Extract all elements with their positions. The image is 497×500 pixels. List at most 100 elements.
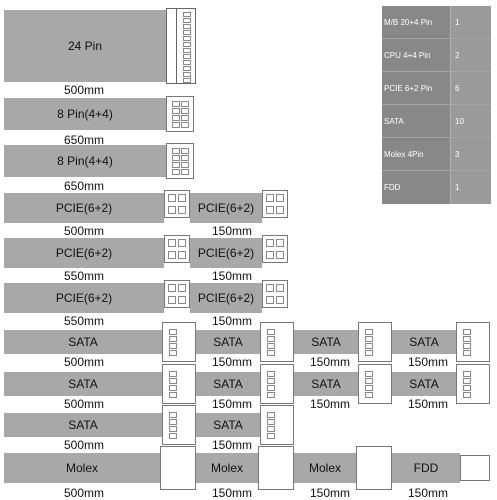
length-label: 500mm — [64, 397, 105, 411]
length-label: 150mm — [408, 397, 449, 411]
length-label: 150mm — [310, 397, 351, 411]
cable-label: 24 Pin — [67, 39, 103, 53]
table-cell-name: M/B 20+4 Pin — [384, 17, 433, 27]
connector-sata — [162, 405, 196, 445]
table-cell-name: PCIE 6+2 Pin — [384, 83, 433, 93]
connector-molex — [356, 446, 392, 490]
cable-label: PCIE(6+2) — [55, 246, 113, 260]
cable-sata: SATA — [392, 372, 456, 396]
length-label: 150mm — [212, 314, 253, 328]
cable-sata: SATA — [4, 372, 162, 396]
cable-pcie: PCIE(6+2) — [4, 238, 164, 268]
cable-cpu-8pin: 8 Pin(4+4) — [4, 145, 166, 177]
table-cell-name: Molex 4Pin — [384, 149, 424, 159]
length-label: 500mm — [64, 224, 105, 238]
cable-label: SATA — [213, 335, 243, 349]
connector-8pin — [166, 143, 194, 179]
connector-24pin-housing — [176, 8, 196, 84]
length-label: 150mm — [212, 269, 253, 283]
cable-pcie-ext: PCIE(6+2) — [190, 283, 262, 313]
connector-sata — [456, 364, 490, 404]
length-label: 150mm — [310, 355, 351, 369]
cable-24pin: 24 Pin — [4, 10, 166, 82]
connector-sata — [162, 322, 196, 362]
cable-label: SATA — [68, 377, 98, 391]
cable-sata: SATA — [294, 372, 358, 396]
connector-molex — [258, 446, 294, 490]
length-label: 150mm — [408, 355, 449, 369]
table-cell-qty: 6 — [450, 72, 491, 104]
length-label: 150mm — [212, 397, 253, 411]
cable-label: SATA — [68, 335, 98, 349]
connector-sata — [260, 364, 294, 404]
connector-sata — [162, 364, 196, 404]
cable-label: 8 Pin(4+4) — [57, 154, 113, 168]
length-label: 150mm — [212, 224, 253, 238]
cable-sata: SATA — [4, 413, 162, 437]
table-row: M/B 20+4 Pin 1 — [382, 6, 491, 39]
length-label: 150mm — [212, 355, 253, 369]
connector-pcie — [262, 190, 288, 218]
length-label: 150mm — [310, 486, 351, 500]
cable-sata: SATA — [196, 372, 260, 396]
cable-cpu-8pin: 8 Pin(4+4) — [4, 98, 166, 130]
cable-label: SATA — [311, 335, 341, 349]
length-label: 500mm — [64, 83, 105, 97]
table-cell-qty: 1 — [450, 171, 491, 204]
cable-label: Molex — [65, 461, 98, 475]
length-label: 500mm — [64, 355, 105, 369]
table-cell-name: CPU 4+4 Pin — [384, 50, 431, 60]
connector-pcie — [262, 235, 288, 263]
length-label: 650mm — [64, 179, 105, 193]
length-label: 550mm — [64, 269, 105, 283]
cable-label: PCIE(6+2) — [55, 291, 113, 305]
cable-label: SATA — [213, 377, 243, 391]
cable-label: SATA — [213, 418, 243, 432]
cable-label: SATA — [68, 418, 98, 432]
table-row: FDD 1 — [382, 171, 491, 204]
cable-sata: SATA — [196, 413, 260, 437]
cable-label: PCIE(6+2) — [55, 201, 113, 215]
connector-8pin — [166, 96, 194, 132]
cable-molex: Molex — [294, 453, 356, 483]
cable-label: PCIE(6+2) — [197, 246, 255, 260]
cable-pcie: PCIE(6+2) — [4, 193, 164, 223]
cable-molex: Molex — [4, 453, 160, 483]
table-cell-qty: 1 — [450, 6, 491, 38]
connector-pcie — [164, 190, 190, 218]
cable-label: Molex — [210, 461, 243, 475]
cable-pcie-ext: PCIE(6+2) — [190, 238, 262, 268]
length-label: 150mm — [212, 486, 253, 500]
table-cell-qty: 10 — [450, 105, 491, 137]
table-cell-name: FDD — [384, 183, 401, 192]
connector-pcie — [164, 235, 190, 263]
cable-label: 8 Pin(4+4) — [57, 107, 113, 121]
cable-molex: Molex — [196, 453, 258, 483]
cable-pcie-ext: PCIE(6+2) — [190, 193, 262, 223]
length-label: 550mm — [64, 314, 105, 328]
connector-pcie — [164, 280, 190, 308]
connector-sata — [358, 364, 392, 404]
table-row: PCIE 6+2 Pin 6 — [382, 72, 491, 105]
cable-sata: SATA — [294, 330, 358, 354]
connector-pcie — [262, 280, 288, 308]
connector-molex — [160, 446, 196, 490]
table-cell-qty: 3 — [450, 138, 491, 170]
connector-sata — [358, 322, 392, 362]
cable-label: Molex — [308, 461, 341, 475]
length-label: 500mm — [64, 438, 105, 452]
connector-sata — [260, 322, 294, 362]
connector-sata — [260, 405, 294, 445]
connector-sata — [456, 322, 490, 362]
cable-label: PCIE(6+2) — [197, 201, 255, 215]
table-row: Molex 4Pin 3 — [382, 138, 491, 171]
table-cell-name: SATA — [384, 116, 404, 126]
cable-pcie: PCIE(6+2) — [4, 283, 164, 313]
cable-sata: SATA — [392, 330, 456, 354]
cable-sata: SATA — [196, 330, 260, 354]
cable-label: PCIE(6+2) — [197, 291, 255, 305]
cable-label: SATA — [409, 377, 439, 391]
cable-fdd: FDD — [392, 453, 460, 483]
